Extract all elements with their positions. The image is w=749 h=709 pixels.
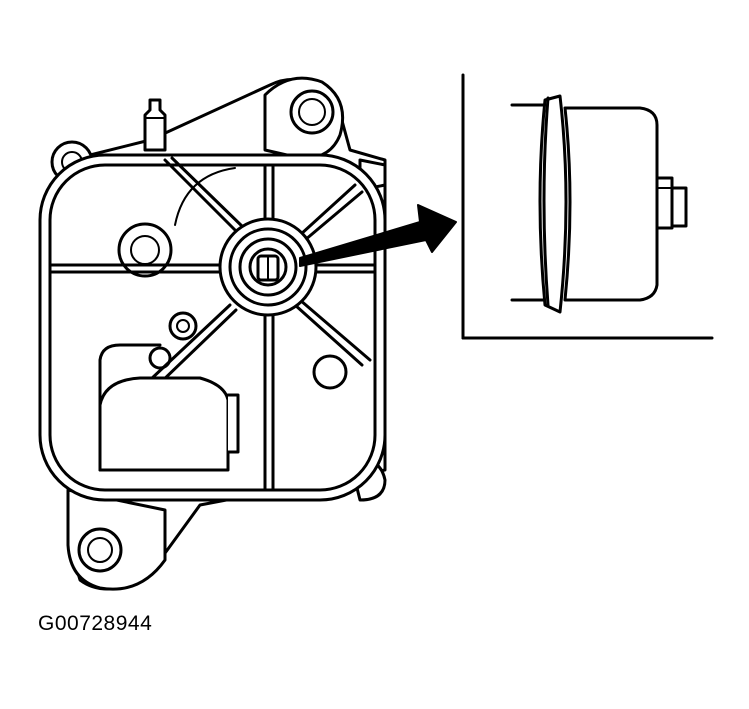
output-shaft bbox=[218, 217, 318, 317]
top-mounting-ear bbox=[263, 76, 345, 160]
leader-arrow bbox=[299, 204, 457, 267]
vacuum-nipple bbox=[143, 98, 167, 152]
housing-details bbox=[98, 167, 348, 472]
detail-inset-frame bbox=[461, 73, 714, 340]
bottom-mounting-ear bbox=[66, 488, 167, 591]
figure-id-label: G00728944 bbox=[38, 612, 153, 635]
diaphragm-body bbox=[98, 376, 240, 472]
shaft-detail-view bbox=[510, 94, 688, 314]
